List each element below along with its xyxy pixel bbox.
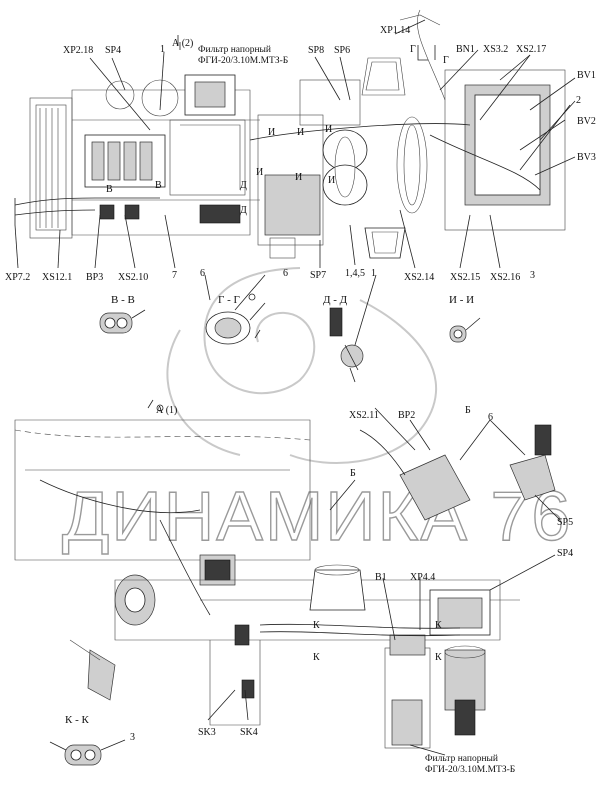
label-sp4-bot: SP4 xyxy=(557,548,573,559)
label-i-6: И xyxy=(328,175,335,186)
label-bp3: ВР3 xyxy=(86,272,103,283)
label-xs2-17: XS2.17 xyxy=(516,44,546,55)
watermark-text: ДИНАМИКА 76 xyxy=(62,477,572,555)
label-xs2-14: XS2.14 xyxy=(404,272,434,283)
label-bv1: BV1 xyxy=(577,70,596,81)
label-xs2-11: XS2.11 xyxy=(349,410,379,421)
label-1-4-5: 1,4,5 xyxy=(345,268,365,279)
label-bv3: BV3 xyxy=(577,152,596,163)
top-labels: ХР2.18 SP4 1 А (2) Фильтр напорный ФГИ-2… xyxy=(5,25,596,283)
label-xp4-4: ХР4.4 xyxy=(410,572,435,583)
label-i-3: И xyxy=(325,124,332,135)
label-d-2: Д xyxy=(240,205,247,216)
label-section-kk: К - К xyxy=(65,714,90,726)
top-engine-assembly xyxy=(14,9,566,259)
label-i-4: И xyxy=(256,167,263,178)
label-3-top: 3 xyxy=(530,270,535,281)
label-section-gg: Г - Г xyxy=(218,294,240,306)
label-sp5: SP5 xyxy=(557,517,573,528)
label-d-1: Д xyxy=(240,180,247,191)
section-labels: 6 6 1 В - В Г - Г Д - Д И - И xyxy=(111,268,474,306)
bottom-labels: А (1) XS2.11 ВР2 Б 6 Б SP5 SP4 В1 ХР4.4 … xyxy=(65,405,573,775)
leader-lines xyxy=(14,19,576,756)
label-sp6: SP6 xyxy=(334,45,350,56)
watermark-swirl xyxy=(166,267,438,464)
label-sk3: SK3 xyxy=(198,727,216,738)
label-filter-bot-2: ФГИ-20/3.10М.МТЗ-Б xyxy=(425,765,515,775)
label-k-4: К xyxy=(435,652,442,663)
label-bv2: BV2 xyxy=(577,116,596,127)
label-bp2: ВР2 xyxy=(398,410,415,421)
label-k-2: К xyxy=(313,652,320,663)
label-b-top: Б xyxy=(465,405,471,416)
label-6-b: 6 xyxy=(283,268,288,279)
label-6-c: 6 xyxy=(488,412,493,423)
label-g-1: Г xyxy=(410,44,416,55)
label-sk4: SK4 xyxy=(240,727,258,738)
label-i-2: И xyxy=(297,127,304,138)
label-1-top: 1 xyxy=(160,44,165,55)
label-xp2-18: ХР2.18 xyxy=(63,45,93,56)
section-indicators xyxy=(147,35,436,412)
label-filter-bot-1: Фильтр напорный xyxy=(425,753,498,764)
label-k-3: К xyxy=(435,620,442,631)
label-xs12-1: XS12.1 xyxy=(42,272,72,283)
label-sp7: SP7 xyxy=(310,270,326,281)
label-xp1-14: ХР1.14 xyxy=(380,25,410,36)
label-xs2-16: XS2.16 xyxy=(490,272,520,283)
label-7: 7 xyxy=(172,270,177,281)
label-v-2: В xyxy=(155,180,162,191)
label-section-dd: Д - Д xyxy=(323,294,348,306)
label-i-5: И xyxy=(295,172,302,183)
label-i-1: И xyxy=(268,127,275,138)
label-xs2-15: XS2.15 xyxy=(450,272,480,283)
label-3-bot: 3 xyxy=(130,732,135,743)
label-v-1: В xyxy=(106,184,113,195)
label-sp8: SP8 xyxy=(308,45,324,56)
label-b1: В1 xyxy=(375,572,387,583)
label-k-1: К xyxy=(313,620,320,631)
label-bn1: BN1 xyxy=(456,44,475,55)
label-6-a: 6 xyxy=(200,268,205,279)
label-filter-top-1: Фильтр напорный xyxy=(198,44,271,55)
label-1-mid: 1 xyxy=(371,268,376,279)
label-section-vv: В - В xyxy=(111,294,135,306)
section-views xyxy=(99,302,481,383)
label-sp4-top: SP4 xyxy=(105,45,121,56)
label-2: 2 xyxy=(576,95,581,106)
label-xs2-10: XS2.10 xyxy=(118,272,148,283)
label-xp7-2: ХР7.2 xyxy=(5,272,30,283)
label-a2: А (2) xyxy=(172,38,193,49)
label-b-left: Б xyxy=(350,468,356,479)
label-filter-top-2: ФГИ-20/3.10М.МТЗ-Б xyxy=(198,56,288,66)
label-xs3-2: XS3.2 xyxy=(483,44,508,55)
bottom-engine-assembly xyxy=(14,419,556,766)
label-g-2: Г xyxy=(443,55,449,66)
label-a1: А (1) xyxy=(156,405,177,416)
label-section-ii: И - И xyxy=(449,294,474,306)
